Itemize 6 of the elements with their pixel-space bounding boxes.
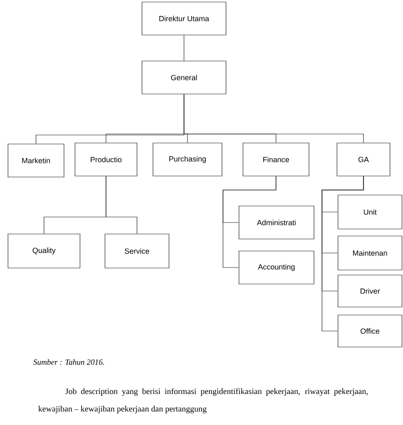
connector-line <box>184 94 364 143</box>
caption: Sumber : Tahun 2016. <box>33 359 104 365</box>
connector-line <box>222 176 276 268</box>
paragraph: Job description yang berisi informasi pengidentifikasian pekerjaan, riwayat pekerjaan, kewajiban – kewajiban pekerjaan dan pertanggung <box>38 388 368 414</box>
connector-line <box>106 176 138 234</box>
connector-line <box>322 176 364 332</box>
